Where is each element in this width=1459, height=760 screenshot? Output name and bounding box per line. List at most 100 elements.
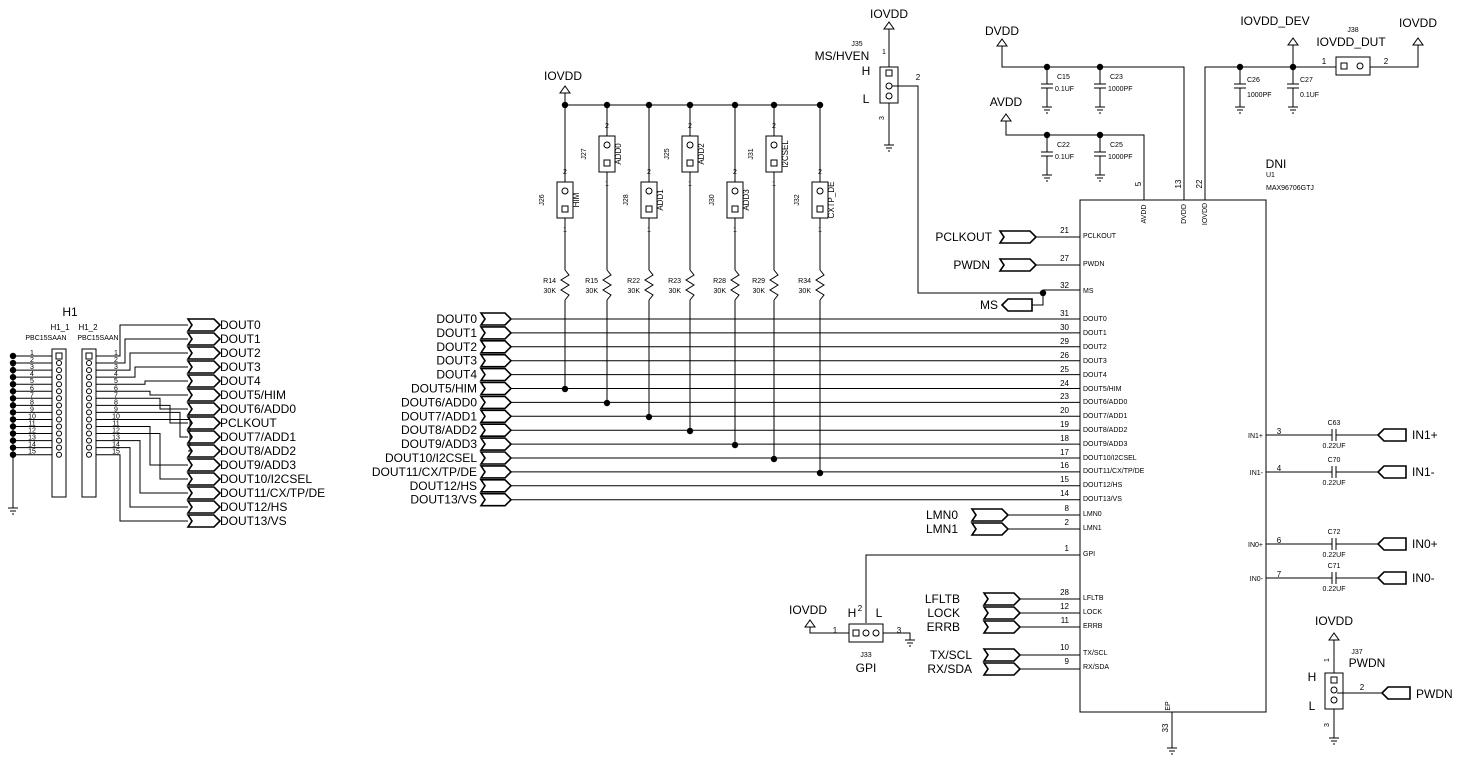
junction-dot xyxy=(9,395,17,402)
h1-signal-label: DOUT6/ADD0 xyxy=(220,402,296,416)
u1-pin-number: 5 xyxy=(1134,181,1143,186)
junction-dot xyxy=(1096,63,1104,71)
input-port-label: IN1- xyxy=(1412,465,1435,479)
h1-signal-port xyxy=(186,374,222,388)
h1-pin-number: 1 xyxy=(114,350,118,357)
input-port xyxy=(1376,571,1407,585)
iovdd-label: IOVDD xyxy=(789,603,827,617)
h1-pin-number: 11 xyxy=(112,421,119,428)
junction-dot xyxy=(603,399,611,407)
jumper-body xyxy=(640,181,658,219)
u1-pin-number: 14 xyxy=(1060,489,1069,498)
dout-port xyxy=(479,312,513,326)
jumper-pin1 xyxy=(731,205,739,213)
j33-name: GPI xyxy=(856,661,877,675)
j37-h: H xyxy=(1308,670,1317,684)
junction-dot xyxy=(1289,63,1297,71)
h1-pin-number: 4 xyxy=(114,371,118,378)
ground-symbol xyxy=(884,144,894,152)
h1-pin xyxy=(56,374,62,381)
junction-dot xyxy=(9,409,17,416)
resistor-zigzag xyxy=(730,269,740,301)
h1-signal-label: DOUT5/HIM xyxy=(220,388,286,402)
errb-port-label: ERRB xyxy=(927,620,960,634)
lfltb-port-label: LFLTB xyxy=(925,592,960,606)
resistor-ref: R34 xyxy=(798,278,811,285)
pullup-resistor xyxy=(815,269,825,301)
cap-ref: C23 xyxy=(1110,74,1123,81)
j35-pin1 xyxy=(885,69,893,77)
jumper-label: ADD3 xyxy=(742,189,751,211)
jumper-ref: J32 xyxy=(794,194,801,205)
junction-dot xyxy=(1096,131,1104,139)
ac-coupling-cap xyxy=(1331,538,1337,550)
h1-pin xyxy=(56,430,62,437)
cap-value: 1000PF xyxy=(1108,154,1133,161)
jumper-ref: J27 xyxy=(581,148,588,159)
ms-port xyxy=(1000,298,1033,312)
u1-pin-number: 31 xyxy=(1060,309,1069,318)
h1-pin-number: 9 xyxy=(114,406,118,413)
h1-pin-number: 6 xyxy=(114,385,118,392)
u1-body xyxy=(1079,199,1267,713)
h1-signal-label: DOUT1 xyxy=(220,332,261,346)
jumper-ref: J31 xyxy=(748,148,755,159)
h1-pin xyxy=(86,437,92,444)
cap-ref: C22 xyxy=(1057,142,1070,149)
dout-port xyxy=(479,353,513,368)
iovdd-dev-label: IOVDD_DEV xyxy=(1240,14,1309,28)
cap-ref: C25 xyxy=(1110,142,1123,149)
jumper-pin xyxy=(686,141,694,149)
j33-h: H xyxy=(848,606,857,620)
j38-pin xyxy=(1356,62,1364,70)
resistor-value: 30K xyxy=(628,288,641,295)
pullup-resistor xyxy=(730,269,740,301)
junction-dot xyxy=(9,430,17,437)
ac-coupling-cap xyxy=(1331,572,1337,584)
iovdd-symbol xyxy=(804,619,816,628)
h1-pin-number: 4 xyxy=(30,371,34,378)
h1-signal-label: DOUT10/I2CSEL xyxy=(220,472,312,486)
dout-label: DOUT11/CX/TP/DE xyxy=(372,465,477,479)
h1-signal-port xyxy=(186,458,222,472)
gnd-net xyxy=(883,632,911,640)
u1-pin-number: 2 xyxy=(1065,518,1070,527)
jumper-pin-number: 2 xyxy=(772,123,776,130)
ms-port-label: MS xyxy=(980,298,998,312)
dout-port xyxy=(479,326,513,340)
pullup-resistor xyxy=(602,269,612,301)
resistor-zigzag xyxy=(815,269,825,301)
j35-name: MS/HVEN xyxy=(815,49,870,63)
junction-dot xyxy=(9,366,17,374)
jumper-pin-number: 1 xyxy=(647,227,651,234)
h1-pin-number: 14 xyxy=(112,442,120,449)
h1-signal-port xyxy=(186,318,222,332)
j38-name: IOVDD_DUT xyxy=(1316,35,1386,49)
h1-net xyxy=(96,366,188,378)
j38-body xyxy=(1335,56,1371,76)
h1-pin-number: 11 xyxy=(28,421,35,428)
resistor-ref: R28 xyxy=(713,278,726,285)
u1-pin-number: 13 xyxy=(1174,179,1183,188)
u1-pin-number: 10 xyxy=(1060,643,1069,652)
jumper-body xyxy=(556,181,574,219)
h1-col1: H1_1 xyxy=(50,323,70,332)
j37-pin: 3 xyxy=(1324,723,1331,727)
resistor-value: 30K xyxy=(544,288,557,295)
junction-dot xyxy=(770,455,778,463)
cap-value: 1000PF xyxy=(1247,92,1272,99)
h1-pin xyxy=(56,444,62,451)
h1-signal-port xyxy=(186,388,222,402)
u1-ep: EP xyxy=(1165,701,1172,711)
junction-dot xyxy=(561,385,569,393)
h1-signal-port xyxy=(186,444,222,458)
iovdd-label: IOVDD xyxy=(870,7,908,21)
u1-pin-number: 23 xyxy=(1060,392,1069,401)
dout-port xyxy=(479,492,513,507)
h1-signal-label: PCLKOUT xyxy=(220,416,277,430)
j37-pin xyxy=(1330,696,1338,704)
u1-pin-number: 20 xyxy=(1060,406,1069,415)
u1-pin-name: IN1- xyxy=(1250,470,1264,477)
dout-label: DOUT1 xyxy=(436,326,477,340)
j37-name: PWDN xyxy=(1349,656,1386,670)
